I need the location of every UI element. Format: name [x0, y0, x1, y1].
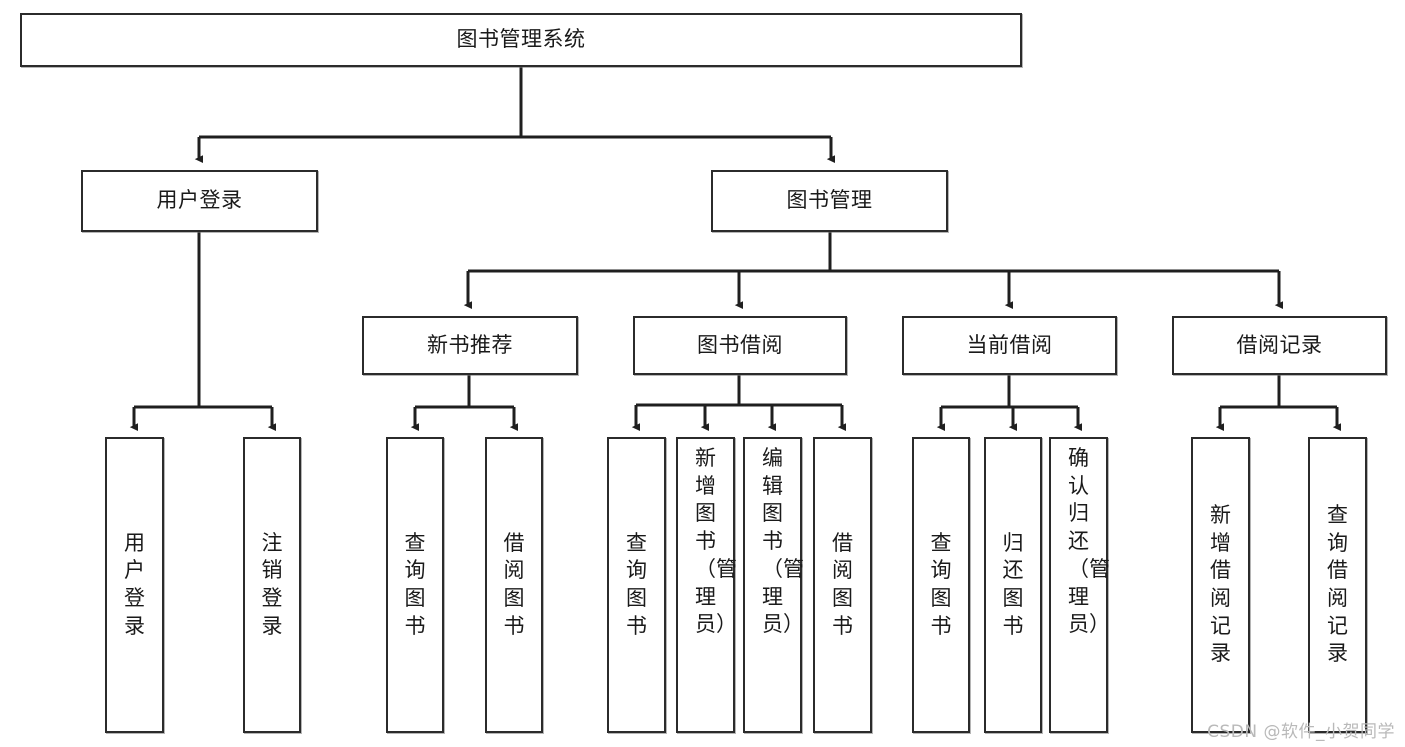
node-leaf-query-book-recommend[interactable]: 查询图书 — [386, 437, 444, 733]
node-current-borrow[interactable]: 当前借阅 — [902, 316, 1117, 375]
node-leaf-borrow-book-recommend[interactable]: 借阅图书 — [485, 437, 543, 733]
node-leaf-user-login-label: 用户登录 — [124, 530, 145, 638]
node-leaf-user-logout[interactable]: 注销登录 — [243, 437, 301, 733]
node-leaf-borrow-book-borrow[interactable]: 借阅图书 — [813, 437, 872, 733]
node-user-login[interactable]: 用户登录 — [81, 170, 318, 232]
node-leaf-query-book-borrow-label: 查询图书 — [626, 530, 647, 638]
node-borrow-record-label: 借阅记录 — [1236, 332, 1323, 357]
node-borrow-record[interactable]: 借阅记录 — [1172, 316, 1387, 375]
node-leaf-return-book[interactable]: 归还图书 — [984, 437, 1042, 733]
node-leaf-edit-book-admin-label: 编辑图书（管理员） — [762, 446, 804, 637]
node-leaf-confirm-return-admin-label: 确认归还（管理员） — [1068, 446, 1110, 637]
node-book-borrow-label: 图书借阅 — [697, 332, 783, 357]
node-book-management-label: 图书管理 — [786, 188, 873, 213]
node-book-borrow[interactable]: 图书借阅 — [633, 316, 847, 375]
node-new-book-recommend-label: 新书推荐 — [427, 332, 513, 357]
node-leaf-borrow-book-borrow-label: 借阅图书 — [832, 530, 853, 638]
node-root-label: 图书管理系统 — [456, 27, 586, 52]
node-leaf-query-borrow-record[interactable]: 查询借阅记录 — [1308, 437, 1367, 733]
node-leaf-query-book-recommend-label: 查询图书 — [404, 530, 426, 638]
node-user-login-label: 用户登录 — [156, 188, 243, 213]
node-leaf-user-logout-label: 注销登录 — [261, 530, 283, 638]
node-leaf-confirm-return-admin[interactable]: 确认归还（管理员） — [1049, 437, 1110, 733]
node-leaf-user-login[interactable]: 用户登录 — [105, 437, 164, 733]
node-leaf-add-book-admin[interactable]: 新增图书（管理员） — [676, 437, 737, 733]
node-leaf-borrow-book-recommend-label: 借阅图书 — [503, 530, 525, 638]
watermark-text: CSDN @软件_小贺同学 — [1207, 722, 1395, 742]
node-leaf-query-book-borrow[interactable]: 查询图书 — [607, 437, 666, 733]
node-leaf-add-borrow-record-label: 新增借阅记录 — [1210, 502, 1231, 666]
node-leaf-return-book-label: 归还图书 — [1002, 530, 1024, 638]
node-leaf-add-book-admin-label: 新增图书（管理员） — [695, 446, 737, 637]
node-current-borrow-label: 当前借阅 — [966, 332, 1053, 357]
node-leaf-query-book-current-label: 查询图书 — [930, 530, 952, 638]
node-new-book-recommend[interactable]: 新书推荐 — [362, 316, 578, 375]
node-leaf-add-borrow-record[interactable]: 新增借阅记录 — [1191, 437, 1250, 733]
node-leaf-query-book-current[interactable]: 查询图书 — [912, 437, 970, 733]
node-root[interactable]: 图书管理系统 — [20, 13, 1022, 67]
node-leaf-edit-book-admin[interactable]: 编辑图书（管理员） — [743, 437, 804, 733]
node-book-management[interactable]: 图书管理 — [711, 170, 948, 232]
node-leaf-query-borrow-record-label: 查询借阅记录 — [1327, 502, 1348, 666]
